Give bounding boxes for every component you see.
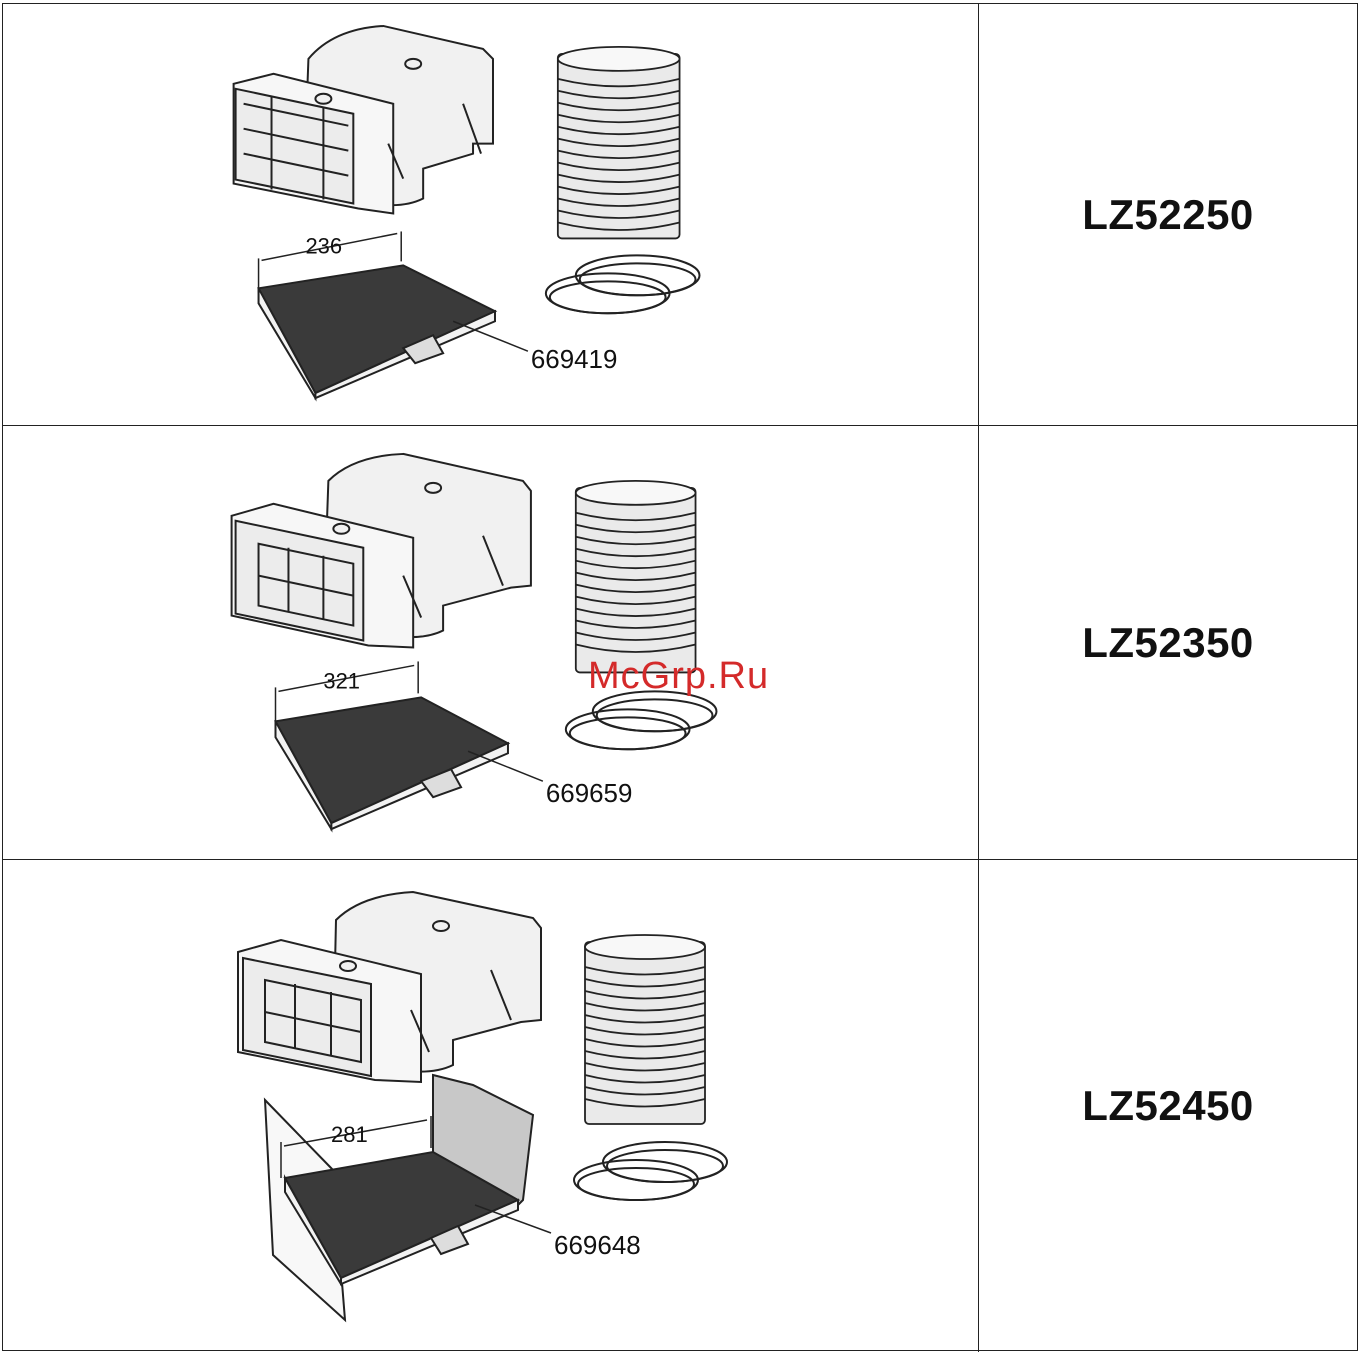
hose-clamps-icon (566, 691, 717, 749)
watermark: McGrp.Ru (588, 655, 769, 698)
flexible-hose-icon (576, 481, 696, 673)
duct-adapter-icon (232, 454, 531, 648)
flexible-hose-icon (558, 47, 680, 239)
model-code: LZ52250 (1082, 191, 1254, 239)
accessory-row: 321 669659 LZ52350 (3, 426, 1357, 860)
duct-adapter-icon (238, 892, 541, 1082)
filter-width-label: 236 (305, 233, 342, 258)
kit-illustration: 236 669419 (3, 4, 979, 425)
kit-illustration: 321 669659 (3, 426, 979, 859)
hose-clamps-icon (574, 1142, 727, 1200)
part-number-label: 669659 (546, 780, 633, 808)
filter-width-label: 321 (323, 668, 360, 693)
duct-adapter-icon (234, 26, 493, 214)
model-code: LZ52350 (1082, 619, 1254, 667)
flexible-hose-icon (585, 935, 705, 1124)
illustration-cell: 321 669659 (3, 426, 979, 859)
accessory-row: 236 669419 LZ52250 (3, 4, 1357, 426)
leader-line (453, 321, 528, 351)
hose-clamps-icon (546, 255, 700, 313)
model-code: LZ52450 (1082, 1082, 1254, 1130)
kit-illustration: 281 669648 (3, 860, 979, 1352)
illustration-cell: 281 669648 (3, 860, 979, 1352)
part-number-label: 669648 (554, 1230, 641, 1260)
model-code-cell: LZ52350 (979, 426, 1357, 859)
charcoal-filter-icon (259, 265, 495, 398)
model-code-cell: LZ52250 (979, 4, 1357, 425)
illustration-cell: 236 669419 (3, 4, 979, 425)
charcoal-filter-icon (275, 697, 507, 829)
filter-width-label: 281 (331, 1122, 368, 1147)
accessory-row: 281 669648 LZ52450 (3, 860, 1357, 1352)
part-number-label: 669419 (531, 346, 618, 374)
model-code-cell: LZ52450 (979, 860, 1357, 1352)
